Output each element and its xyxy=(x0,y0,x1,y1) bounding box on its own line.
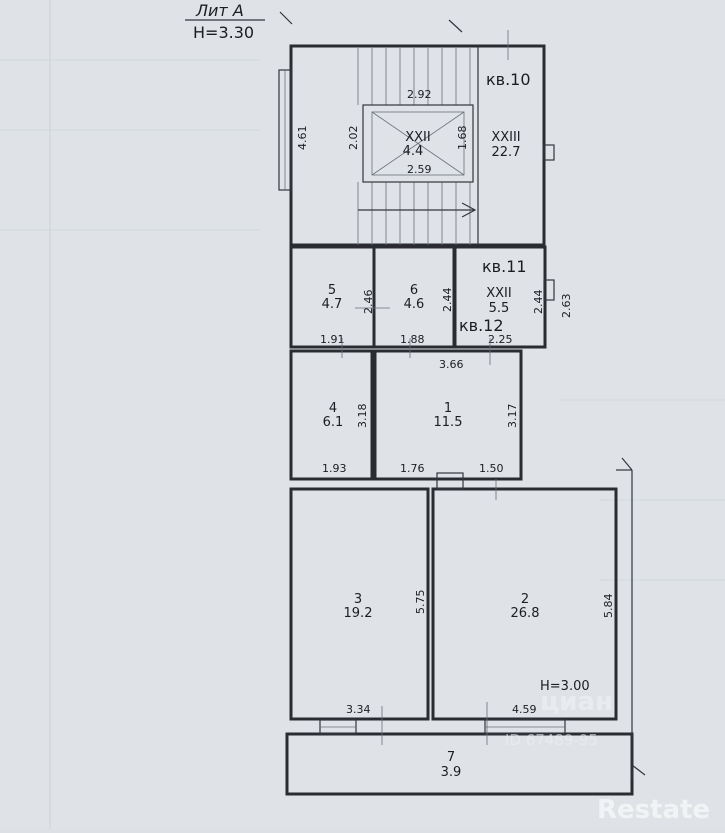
room-3: 3 19.2 xyxy=(344,592,373,621)
height-label: H=3.30 xyxy=(193,23,254,42)
watermark-id: ID 67489-95 xyxy=(505,731,598,749)
room-xxiii: XXIII 22.7 xyxy=(491,130,520,160)
svg-text:22.7: 22.7 xyxy=(492,145,521,160)
svg-text:4.61: 4.61 xyxy=(296,126,309,151)
apartment-kv11: кв.11 xyxy=(482,257,527,276)
svg-text:3.18: 3.18 xyxy=(356,404,369,429)
room-1: 1 11.5 xyxy=(434,401,463,430)
apartment-kv12: кв.12 xyxy=(459,316,504,335)
svg-text:4: 4 xyxy=(329,401,337,416)
walls xyxy=(278,44,646,796)
header-label: Лит А H=3.30 xyxy=(185,1,463,42)
svg-text:5: 5 xyxy=(328,283,336,298)
watermark-brand: Restate xyxy=(597,795,710,825)
watermark: циан ID 67489-95 Restate xyxy=(505,687,710,825)
svg-text:6.1: 6.1 xyxy=(323,415,344,430)
svg-text:1.93: 1.93 xyxy=(322,462,347,475)
svg-text:2.25: 2.25 xyxy=(488,333,513,346)
wall-ticks xyxy=(341,30,509,745)
staircase xyxy=(357,48,477,245)
svg-text:2.02: 2.02 xyxy=(347,126,360,151)
svg-text:1.91: 1.91 xyxy=(320,333,345,346)
room-stair: XXII 4.4 xyxy=(403,130,431,159)
room-5: 5 4.7 xyxy=(322,283,343,312)
svg-text:2.63: 2.63 xyxy=(560,294,573,319)
watermark-cian: циан xyxy=(540,687,613,717)
svg-text:1.68: 1.68 xyxy=(456,126,469,151)
svg-text:1.50: 1.50 xyxy=(479,462,504,475)
apartment-kv10: кв.10 xyxy=(486,70,531,89)
svg-text:3.34: 3.34 xyxy=(346,703,371,716)
room-xxii-small: XXII 5.5 xyxy=(486,286,511,316)
svg-text:XXII: XXII xyxy=(405,130,430,145)
room-4: 4 6.1 xyxy=(323,401,344,430)
svg-text:2.46: 2.46 xyxy=(362,290,375,315)
svg-text:2.92: 2.92 xyxy=(407,88,432,101)
svg-text:5.5: 5.5 xyxy=(489,301,510,316)
svg-text:4.6: 4.6 xyxy=(404,297,425,312)
room-2: 2 26.8 xyxy=(511,592,540,621)
svg-text:26.8: 26.8 xyxy=(511,606,540,621)
svg-text:4.7: 4.7 xyxy=(322,297,343,312)
svg-text:6: 6 xyxy=(410,283,418,298)
svg-text:5.75: 5.75 xyxy=(414,590,427,615)
svg-text:XXII: XXII xyxy=(486,286,511,301)
svg-text:4.59: 4.59 xyxy=(512,703,537,716)
ceiling-height-label: H=3.00 xyxy=(540,679,590,694)
room-6: 6 4.6 xyxy=(404,283,425,312)
svg-text:3.9: 3.9 xyxy=(441,765,462,780)
svg-text:19.2: 19.2 xyxy=(344,606,373,621)
room-7: 7 3.9 xyxy=(441,750,462,780)
svg-text:4.4: 4.4 xyxy=(403,144,424,159)
svg-text:3.17: 3.17 xyxy=(506,404,519,429)
svg-text:2: 2 xyxy=(521,592,529,607)
svg-text:1.76: 1.76 xyxy=(400,462,425,475)
dimension-labels: 4.61 2.02 2.92 1.68 2.59 2.46 2.44 2.44 … xyxy=(296,88,615,716)
svg-text:2.44: 2.44 xyxy=(532,290,545,315)
svg-text:1: 1 xyxy=(444,401,452,416)
svg-text:3: 3 xyxy=(354,592,362,607)
svg-text:2.59: 2.59 xyxy=(407,163,432,176)
svg-text:11.5: 11.5 xyxy=(434,415,463,430)
lit-label: Лит А xyxy=(195,1,244,20)
svg-text:7: 7 xyxy=(447,750,455,765)
svg-text:3.66: 3.66 xyxy=(439,358,464,371)
svg-text:5.84: 5.84 xyxy=(602,594,615,619)
svg-text:XXIII: XXIII xyxy=(491,130,520,145)
svg-text:1.88: 1.88 xyxy=(400,333,425,346)
svg-text:2.44: 2.44 xyxy=(441,288,454,313)
